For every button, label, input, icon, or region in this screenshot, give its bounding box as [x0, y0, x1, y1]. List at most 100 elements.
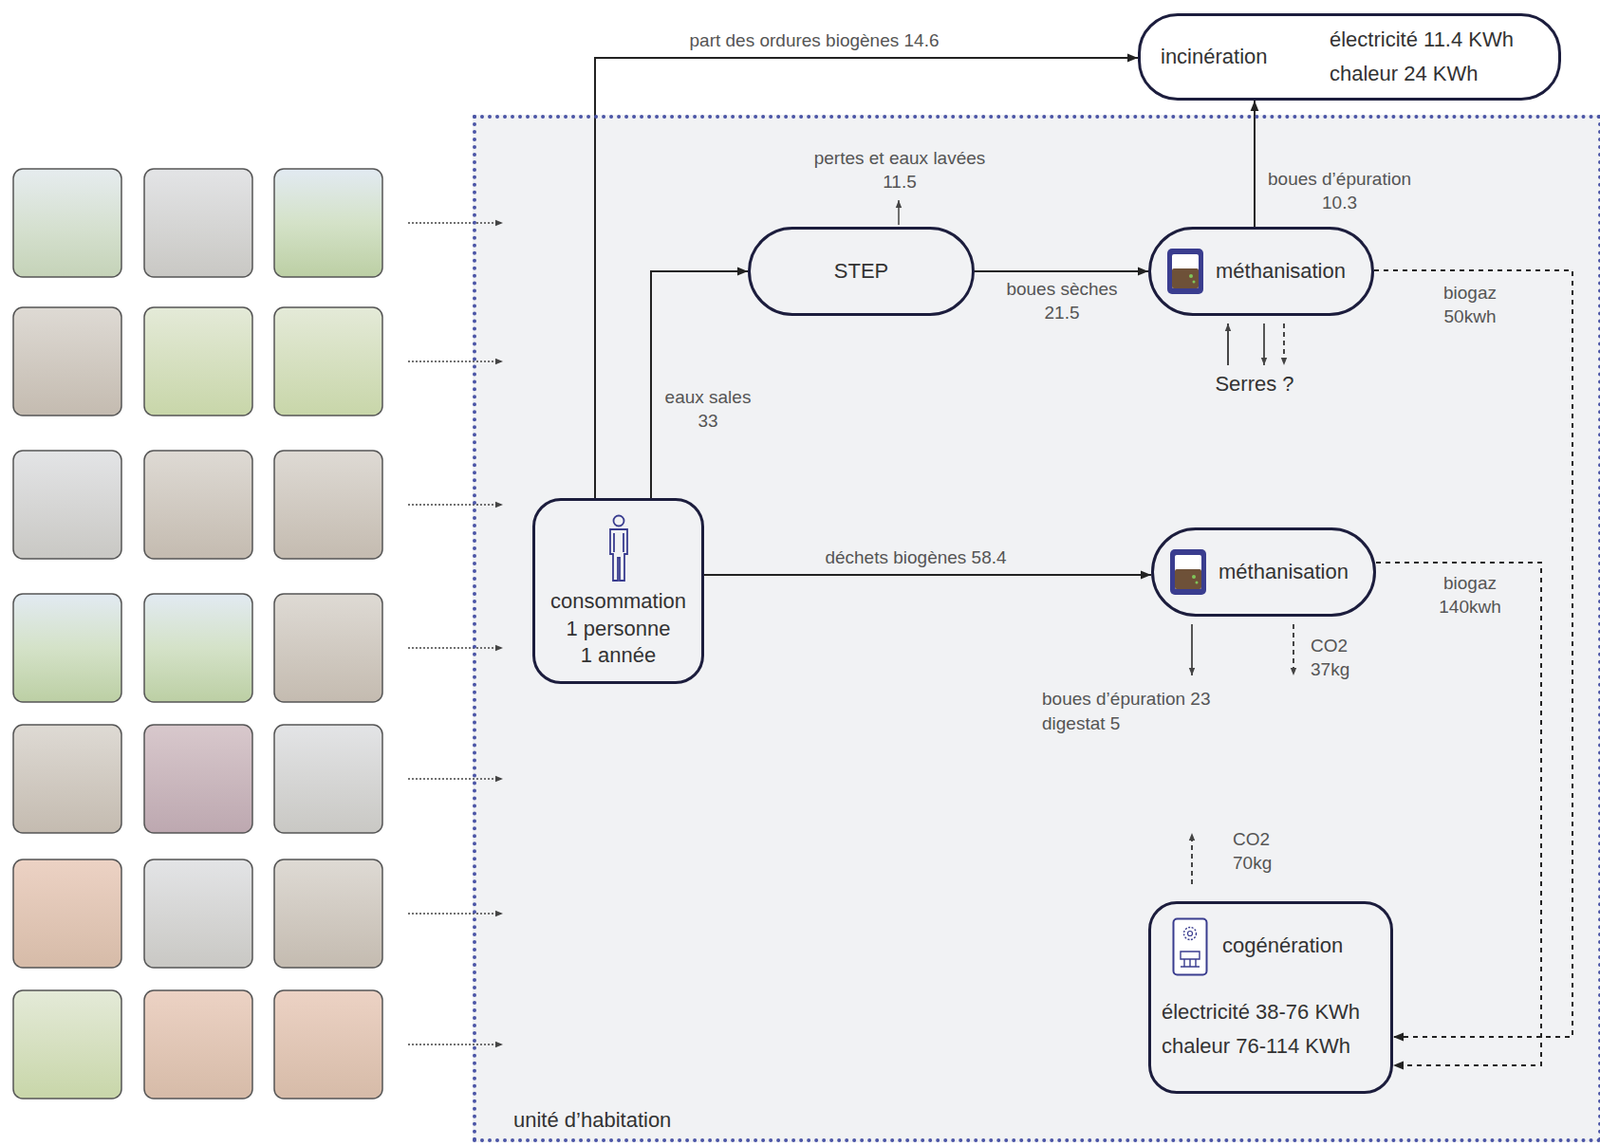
photo-tile — [144, 307, 253, 416]
flow-label: boues d’épuration 10.3 — [1265, 167, 1414, 215]
flow-arrow — [1374, 270, 1573, 1038]
greenhouse-arrow — [1263, 323, 1266, 366]
flow-arrow — [974, 270, 1149, 273]
icon-part — [1195, 581, 1199, 585]
note-holder: boues d’épuration 23 — [1039, 688, 1213, 712]
icon-part — [610, 529, 628, 581]
photo-tile — [144, 990, 253, 1099]
flow-label: boues sèches 21.5 — [1003, 278, 1120, 325]
photo-tile — [274, 990, 383, 1099]
process-box: méthanisation — [1148, 226, 1375, 317]
edge-label-holder: part des ordures biogènes 14.6 — [686, 29, 942, 54]
icon-part — [1188, 931, 1193, 937]
photo-tile — [13, 307, 122, 416]
co2-arrow — [1190, 833, 1193, 885]
loss-arrow — [897, 200, 900, 225]
edge-label-holder: biogaz 140kwh — [1435, 572, 1505, 619]
note-label: boues d’épuration 23 — [1039, 688, 1213, 712]
node-value: électricité 38-76 KWh — [1161, 999, 1360, 1027]
photo-tile — [144, 168, 253, 278]
input-arrow — [408, 503, 503, 506]
node-title: incinération — [1160, 43, 1330, 72]
icon-part — [1184, 928, 1197, 941]
photo-tile — [13, 725, 122, 834]
person-icon — [603, 514, 634, 583]
input-arrow — [408, 647, 503, 650]
photo-tile — [13, 859, 122, 968]
icon-part — [1174, 569, 1202, 590]
node-title: STEP — [834, 258, 889, 286]
input-arrow — [408, 1043, 503, 1046]
connector-group — [595, 57, 1573, 1066]
node-title: méthanisation — [1218, 558, 1349, 587]
digester-icon — [1169, 548, 1208, 596]
icon-part — [610, 516, 628, 582]
photo-tile — [13, 450, 122, 559]
node-value: chaleur 24 KWh — [1329, 60, 1514, 89]
node-title: méthanisation — [1215, 258, 1346, 286]
input-arrow — [408, 778, 503, 781]
flow-arrow — [595, 57, 1138, 499]
photo-tile — [274, 859, 383, 968]
flow-label: biogaz 140kwh — [1435, 572, 1505, 619]
icon-part — [1173, 919, 1208, 976]
photo-tile — [13, 594, 122, 703]
node-value: chaleur 76-114 KWh — [1161, 1033, 1351, 1061]
process-box: cogénération électricité 38-76 KWh chaleur… — [1148, 901, 1394, 1095]
icon-part — [1174, 555, 1202, 590]
flow-arrow — [651, 271, 748, 499]
note-holder: digestat 5 — [1039, 712, 1123, 737]
flow-label: déchets biogènes 58.4 — [821, 546, 1009, 571]
photo-tile — [274, 725, 383, 834]
output-arrow — [1190, 624, 1193, 676]
note-holder: CO2 37kg — [1307, 634, 1353, 682]
photo-tile — [274, 450, 383, 559]
photo-tile — [274, 168, 383, 278]
icon-part — [1192, 280, 1196, 284]
photo-tile — [144, 594, 253, 703]
process-box: STEP — [747, 226, 975, 317]
note-label: CO2 37kg — [1307, 634, 1353, 682]
housing-region: unité d’habitation STEP méthanisation conso… — [472, 114, 1600, 1143]
node-title: cogénération — [1222, 932, 1343, 961]
process-box: méthanisation — [1151, 527, 1377, 617]
value-column: électricité 11.4 KWhchaleur 24 KWh — [1329, 26, 1514, 88]
input-arrow — [408, 360, 503, 363]
chp-icon — [1172, 917, 1209, 977]
greenhouse-arrow — [1227, 323, 1229, 366]
note-holder: CO2 70kg — [1229, 828, 1275, 875]
input-arrow — [408, 912, 503, 915]
photo-tile — [13, 168, 122, 278]
edge-label-holder: eaux sales 33 — [662, 386, 755, 433]
icon-part — [1172, 268, 1199, 289]
icon-part — [1189, 274, 1193, 279]
icon-part — [1170, 549, 1207, 596]
icon-part — [1180, 951, 1200, 968]
node-title: unité d’habitation — [513, 1107, 671, 1135]
photo-tile — [274, 307, 383, 416]
node-title: consommation 1 personne 1 année — [550, 588, 687, 670]
icon-part — [1167, 248, 1204, 295]
flow-arrow — [1253, 100, 1256, 227]
photo-tile — [274, 594, 383, 703]
photo-tile — [144, 450, 253, 559]
photo-tile — [144, 725, 253, 834]
icon-part — [613, 533, 624, 553]
digester-icon — [1166, 247, 1205, 296]
source-box: consommation 1 personne 1 année — [532, 498, 705, 685]
note-holder: Serres ? — [1211, 371, 1297, 399]
output-box: incinérationélectricité 11.4 KWhchaleur … — [1137, 13, 1562, 101]
edge-label-holder: boues sèches 21.5 — [1003, 278, 1120, 325]
flow-arrow — [704, 574, 1152, 577]
flow-arrow — [1376, 562, 1542, 1066]
photo-tile — [13, 990, 122, 1099]
photo-tile — [144, 859, 253, 968]
note-label: Serres ? — [1211, 371, 1297, 399]
edge-label-holder: boues d’épuration 10.3 — [1265, 167, 1414, 215]
note-holder: pertes et eaux lavées 11.5 — [811, 147, 989, 194]
flow-label: part des ordures biogènes 14.6 — [686, 29, 942, 54]
icon-part — [1172, 254, 1199, 289]
input-arrow — [408, 222, 503, 224]
region-ground — [472, 114, 1600, 1143]
